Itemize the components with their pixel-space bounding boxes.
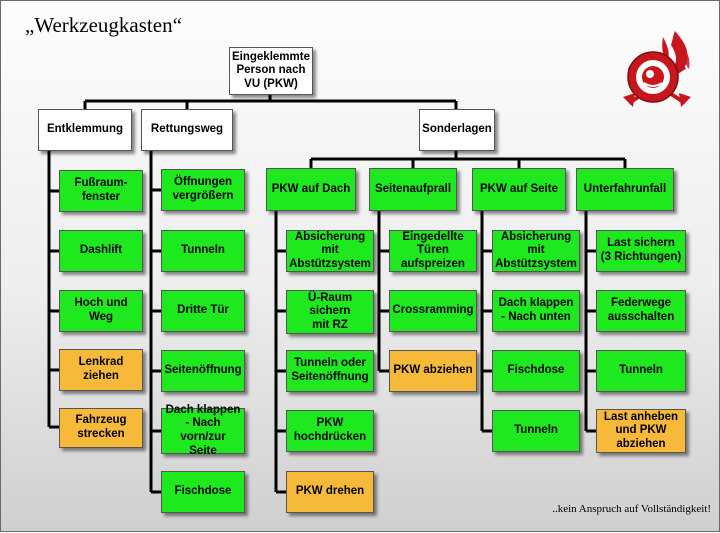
entklemmung-item-fussraumfenster: Fußraum- fenster	[59, 170, 143, 212]
slide-title: „Werkzeugkasten“	[25, 13, 182, 37]
root-node: Eingeklemmte Person nach VU (PKW)	[229, 47, 313, 95]
category-entklemmung: Entklemmung	[38, 109, 132, 151]
entklemmung-item-hoch-und-weg: Hoch und Weg	[59, 290, 143, 332]
seitenaufprall-item-pkw-abziehen: PKW abziehen	[389, 350, 477, 392]
sub-seitenaufprall: Seitenaufprall	[369, 168, 457, 211]
dach-item-pkw-drehen: PKW drehen	[286, 471, 374, 513]
unterfahr-item-tunneln: Tunneln	[596, 350, 686, 392]
sub-pkw-auf-seite: PKW auf Seite	[472, 168, 566, 211]
unterfahr-item-last-sichern: Last sichern (3 Richtungen)	[596, 230, 686, 272]
disclaimer-text: ..kein Anspruch auf Vollständigkeit!	[552, 503, 711, 515]
unterfahr-item-last-anheben: Last anheben und PKW abziehen	[596, 409, 686, 453]
dach-item-pkw-hochdruecken: PKW hochdrücken	[286, 410, 374, 452]
dach-item-ue-raum-sichern: Ü-Raum sichern mit RZ	[286, 290, 374, 334]
entklemmung-item-lenkrad-ziehen: Lenkrad ziehen	[59, 349, 143, 391]
seite-item-fischdose: Fischdose	[492, 350, 580, 392]
seite-item-tunneln: Tunneln	[492, 410, 580, 452]
entklemmung-item-fahrzeug-strecken: Fahrzeug strecken	[59, 408, 143, 448]
entklemmung-item-dashlift: Dashlift	[59, 230, 143, 272]
category-sonderlagen: Sonderlagen	[419, 109, 495, 151]
category-rettungsweg: Rettungsweg	[141, 109, 233, 151]
rettungsweg-item-oeffnungen-vergroessern: Öffnungen vergrößern	[161, 169, 245, 211]
seite-item-absicherung: Absicherung mit Abstützsystem	[492, 230, 580, 272]
dach-item-tunneln-oder-seitenoeffnung: Tunneln oder Seitenöffnung	[286, 350, 374, 392]
seite-item-dach-klappen: Dach klappen - Nach unten	[492, 290, 580, 332]
rettungsweg-item-seitenoeffnung: Seitenöffnung	[161, 350, 245, 392]
rettungsweg-item-dach-klappen: Dach klappen - Nach vorn/zur Seite	[161, 404, 245, 457]
sub-pkw-auf-dach: PKW auf Dach	[266, 168, 356, 211]
fire-brigade-emblem-icon	[623, 31, 691, 107]
seitenaufprall-item-crossramming: Crossramming	[389, 290, 477, 332]
rettungsweg-item-fischdose: Fischdose	[161, 471, 245, 513]
seitenaufprall-item-tueren-aufspreizen: Eingedellte Türen aufspreizen	[389, 230, 477, 272]
dach-item-absicherung: Absicherung mit Abstützsystem	[286, 230, 374, 272]
rettungsweg-item-dritte-tuer: Dritte Tür	[161, 290, 245, 332]
unterfahr-item-federwege-ausschalten: Federwege ausschalten	[596, 290, 686, 332]
sub-unterfahrunfall: Unterfahrunfall	[576, 168, 674, 211]
rettungsweg-item-tunneln: Tunneln	[161, 230, 245, 272]
